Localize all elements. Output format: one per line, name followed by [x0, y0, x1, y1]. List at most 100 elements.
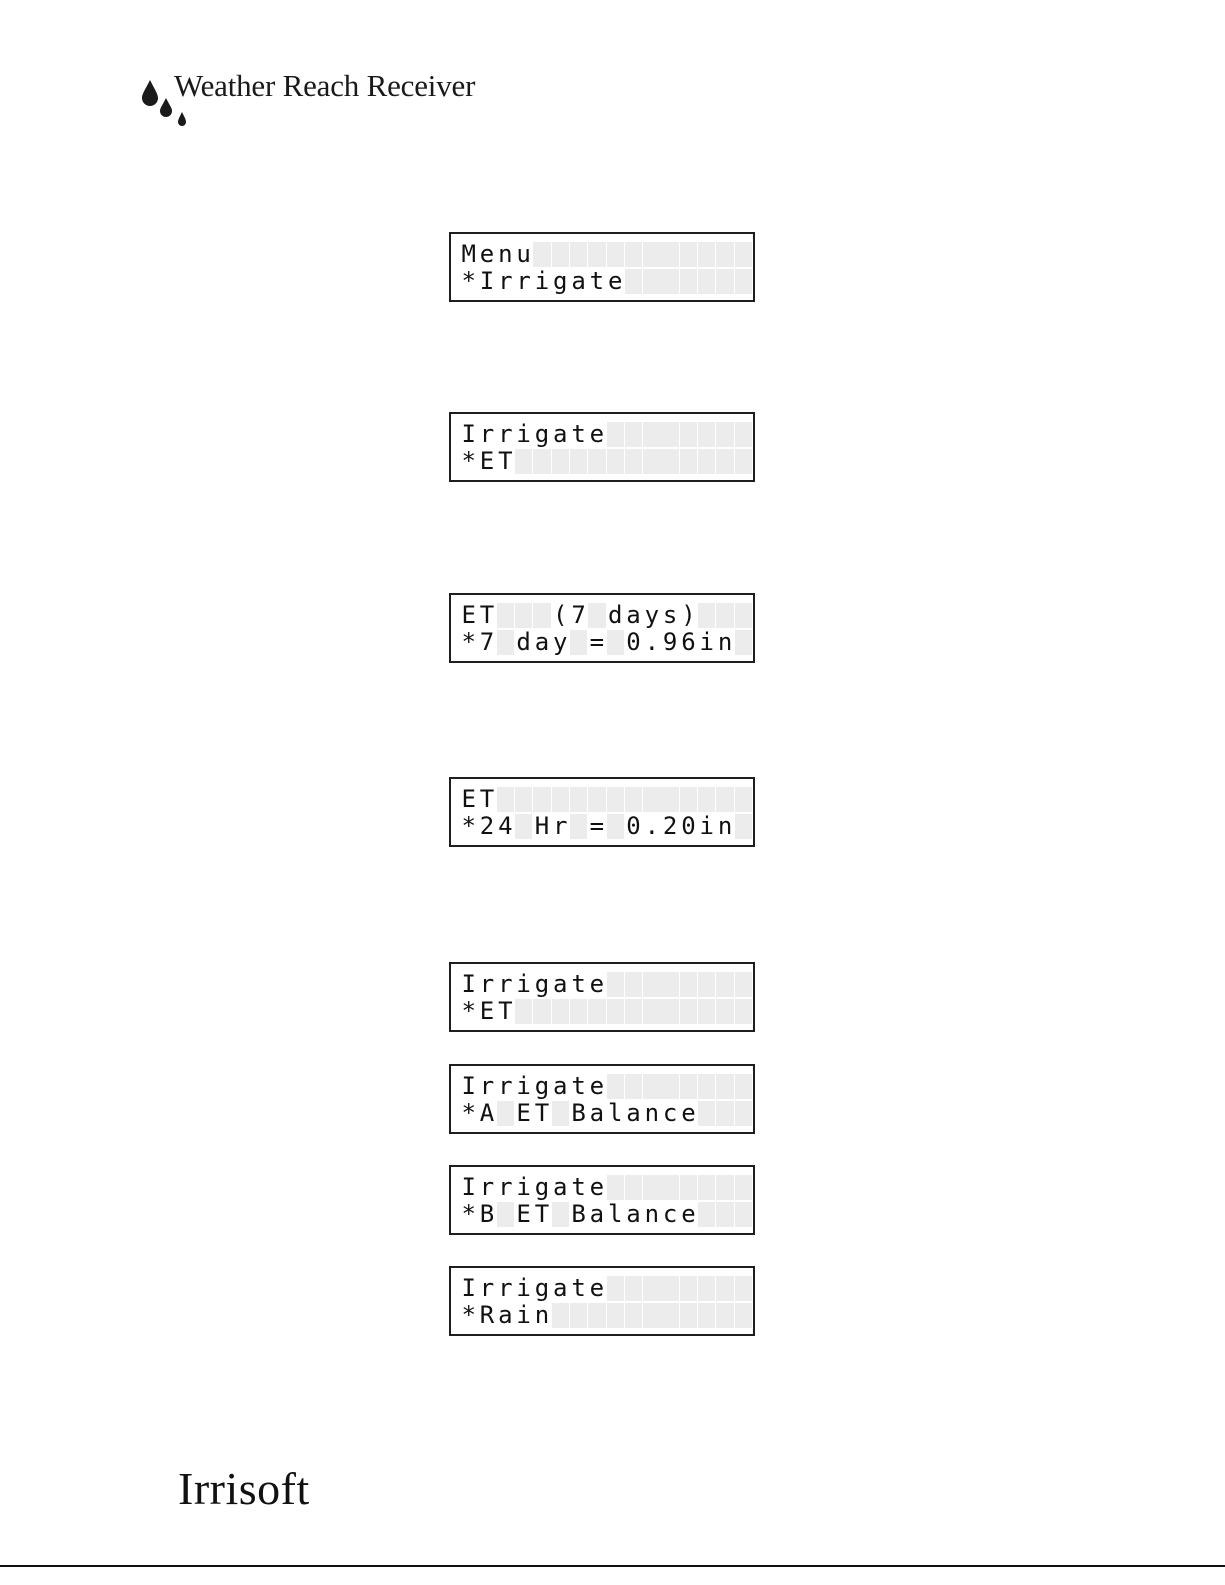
lcd-char-cell — [552, 1101, 569, 1126]
lcd-char-cell: 2 — [478, 814, 495, 839]
lcd-char-cell: e — [588, 1175, 605, 1200]
lcd-char-cell — [625, 787, 642, 812]
lcd-char-cell — [552, 999, 569, 1024]
lcd-char-cell: . — [643, 814, 660, 839]
lcd-char-cell: r — [497, 1175, 514, 1200]
lcd-char-cell — [698, 242, 715, 267]
lcd-char-cell — [661, 1175, 678, 1200]
lcd-line-1: Irrigate — [460, 1175, 753, 1202]
lcd-char-cell: g — [533, 972, 550, 997]
lcd-char-cell: T — [533, 1101, 550, 1126]
lcd-char-cell — [716, 999, 733, 1024]
lcd-char-cell — [661, 1303, 678, 1328]
lcd-char-cell: e — [680, 1202, 697, 1227]
lcd-char-cell — [698, 269, 715, 294]
lcd-char-cell: E — [460, 603, 477, 628]
lcd-char-cell — [661, 422, 678, 447]
lcd-char-cell: r — [478, 1276, 495, 1301]
lcd-char-cell: u — [515, 242, 532, 267]
lcd-char-cell: a — [625, 1101, 642, 1126]
lcd-char-cell — [533, 242, 550, 267]
lcd-char-cell: g — [533, 1074, 550, 1099]
lcd-char-cell: A — [478, 1101, 495, 1126]
lcd-char-cell — [735, 449, 752, 474]
lcd-char-cell — [515, 449, 532, 474]
lcd-char-cell — [497, 630, 514, 655]
lcd-char-cell: a — [588, 1202, 605, 1227]
lcd-char-cell — [625, 269, 642, 294]
lcd-char-cell: ) — [680, 603, 697, 628]
lcd-char-cell — [698, 787, 715, 812]
lcd-char-cell: = — [588, 814, 605, 839]
lcd-char-cell: n — [716, 630, 733, 655]
lcd-char-cell: T — [478, 603, 495, 628]
lcd-char-cell — [680, 1074, 697, 1099]
lcd-char-cell — [661, 449, 678, 474]
lcd-char-cell — [497, 787, 514, 812]
lcd-char-cell — [607, 449, 624, 474]
lcd-char-cell: i — [515, 1303, 532, 1328]
lcd-char-cell — [716, 972, 733, 997]
lcd-char-cell: r — [478, 422, 495, 447]
lcd-char-cell: I — [460, 422, 477, 447]
lcd-char-cell: e — [478, 242, 495, 267]
lcd-char-cell: E — [460, 787, 477, 812]
lcd-char-cell — [643, 972, 660, 997]
lcd-char-cell — [735, 630, 752, 655]
lcd-char-cell: c — [661, 1202, 678, 1227]
lcd-char-cell — [680, 449, 697, 474]
lcd-char-cell — [680, 999, 697, 1024]
lcd-char-cell — [570, 999, 587, 1024]
lcd-char-cell — [698, 999, 715, 1024]
lcd-char-cell — [533, 603, 550, 628]
lcd-char-cell — [735, 1175, 752, 1200]
lcd-char-cell: * — [460, 630, 477, 655]
page-bottom-rule — [0, 1565, 1225, 1567]
lcd-char-cell: a — [625, 1202, 642, 1227]
lcd-char-cell: I — [460, 1074, 477, 1099]
lcd-char-cell — [698, 1175, 715, 1200]
lcd-char-cell: n — [716, 814, 733, 839]
lcd-line-1: Irrigate — [460, 972, 753, 999]
lcd-char-cell: y — [552, 630, 569, 655]
lcd-char-cell — [625, 1303, 642, 1328]
lcd-char-cell: a — [588, 1101, 605, 1126]
lcd-screen-et-24-hr: ET *24Hr=0.20in — [449, 777, 755, 847]
lcd-char-cell — [607, 814, 624, 839]
lcd-char-cell — [680, 242, 697, 267]
lcd-char-cell: n — [497, 242, 514, 267]
lcd-char-cell — [643, 999, 660, 1024]
lcd-char-cell: * — [460, 1202, 477, 1227]
lcd-char-cell: * — [460, 1101, 477, 1126]
lcd-line-2: *ET — [460, 999, 753, 1026]
lcd-char-cell — [607, 422, 624, 447]
lcd-line-1: Menu — [460, 242, 753, 269]
lcd-char-cell — [533, 999, 550, 1024]
lcd-char-cell — [625, 449, 642, 474]
lcd-char-cell — [588, 449, 605, 474]
lcd-char-cell — [588, 999, 605, 1024]
lcd-char-cell — [716, 787, 733, 812]
lcd-char-cell — [570, 242, 587, 267]
lcd-char-cell: i — [515, 972, 532, 997]
lcd-char-cell — [661, 999, 678, 1024]
lcd-char-cell: g — [533, 422, 550, 447]
lcd-char-cell: l — [607, 1202, 624, 1227]
lcd-line-1: Irrigate — [460, 1074, 753, 1101]
lcd-char-cell: B — [478, 1202, 495, 1227]
lcd-char-cell — [607, 972, 624, 997]
lcd-char-cell — [497, 1101, 514, 1126]
lcd-screen-irrigate-et: Irrigate *ET — [449, 412, 755, 482]
lcd-char-cell — [716, 1303, 733, 1328]
lcd-char-cell — [661, 1074, 678, 1099]
lcd-char-cell — [735, 1276, 752, 1301]
lcd-char-cell: * — [460, 814, 477, 839]
lcd-screen-et-7-day: ET(7days) *7day=0.96in — [449, 593, 755, 663]
lcd-char-cell: r — [478, 972, 495, 997]
lcd-char-cell — [533, 449, 550, 474]
lcd-char-cell — [570, 787, 587, 812]
lcd-char-cell: * — [460, 1303, 477, 1328]
